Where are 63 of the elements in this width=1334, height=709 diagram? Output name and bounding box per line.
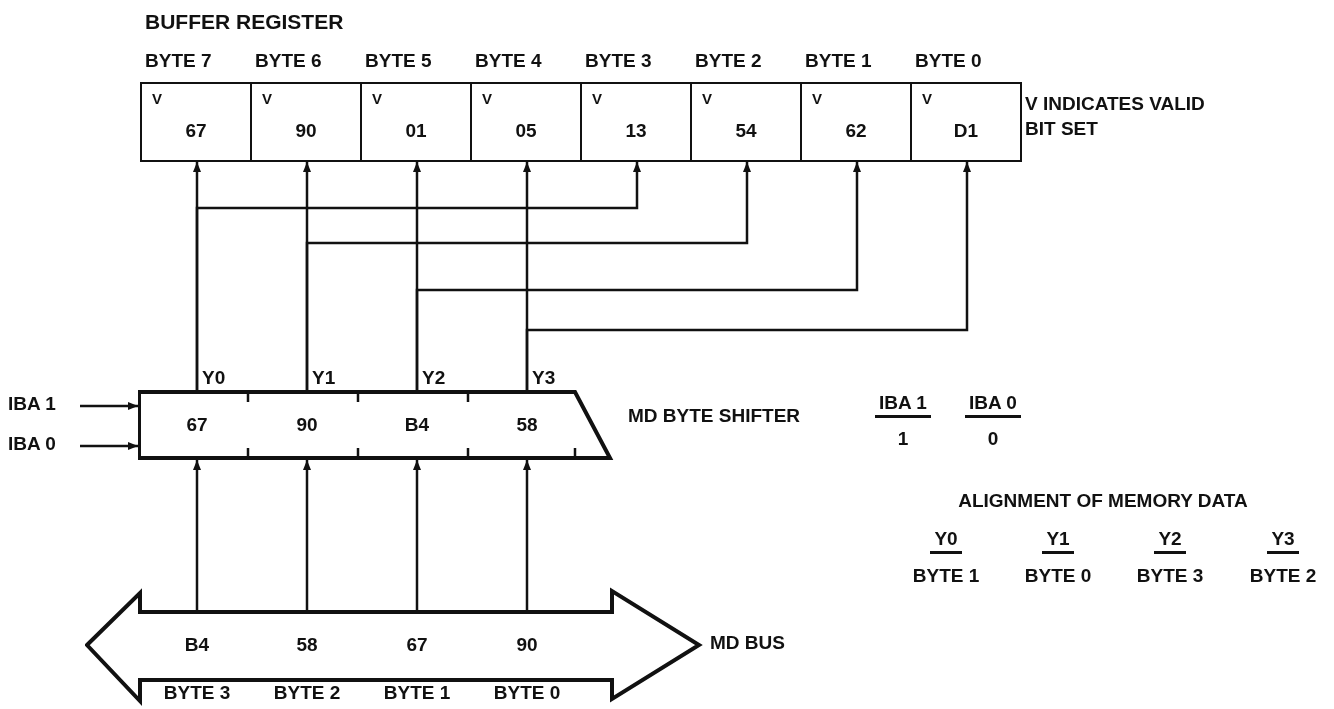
byte-value: 58: [295, 634, 319, 656]
valid-bit-mark: V: [482, 90, 492, 107]
valid-bit-mark: V: [262, 90, 272, 107]
byte-label: BYTE 1: [382, 682, 452, 704]
signal-label: IBA 0: [8, 433, 56, 455]
arrow: [80, 402, 138, 410]
table-value: BYTE 3: [1135, 565, 1205, 587]
byte-value: 54: [734, 120, 758, 142]
byte-value: 62: [844, 120, 868, 142]
byte-label: BYTE 1: [805, 50, 872, 72]
valid-bit-mark: V: [922, 90, 932, 107]
arrow: [80, 442, 138, 450]
table-title: ALIGNMENT OF MEMORY DATA: [957, 490, 1249, 512]
byte-value: 67: [185, 414, 209, 436]
valid-bit-mark: V: [592, 90, 602, 107]
output-label: Y3: [532, 367, 556, 389]
byte-label: BYTE 0: [492, 682, 562, 704]
byte-label: BYTE 2: [272, 682, 342, 704]
table-value: 1: [896, 428, 910, 450]
byte-label: BYTE 5: [365, 50, 432, 72]
byte-value: 90: [295, 414, 319, 436]
output-label: Y2: [422, 367, 446, 389]
valid-bit-mark: V: [812, 90, 822, 107]
arrow: [305, 162, 751, 392]
valid-bit-mark: V: [152, 90, 162, 107]
byte-label: BYTE 0: [915, 50, 982, 72]
bus-label: MD BUS: [710, 632, 785, 654]
arrow: [525, 162, 971, 392]
output-label: Y1: [312, 367, 336, 389]
signal-label: IBA 1: [8, 393, 56, 415]
byte-value: 13: [624, 120, 648, 142]
table-value: BYTE 2: [1248, 565, 1318, 587]
byte-label: BYTE 6: [255, 50, 322, 72]
register-title: BUFFER REGISTER: [145, 10, 344, 34]
valid-bit-mark: V: [372, 90, 382, 107]
byte-value: B4: [403, 414, 431, 436]
byte-label: BYTE 4: [475, 50, 542, 72]
byte-label: BYTE 7: [145, 50, 212, 72]
output-label: Y0: [202, 367, 226, 389]
table-value: BYTE 0: [1023, 565, 1093, 587]
arrow: [413, 460, 421, 610]
byte-value: 90: [294, 120, 318, 142]
byte-label: BYTE 3: [162, 682, 232, 704]
byte-label: BYTE 2: [695, 50, 762, 72]
table-value: 0: [986, 428, 1000, 450]
byte-value: 90: [515, 634, 539, 656]
byte-value: 67: [184, 120, 208, 142]
arrow: [415, 162, 861, 392]
arrow: [195, 162, 641, 392]
arrow: [303, 460, 311, 610]
arrow: [193, 460, 201, 610]
byte-value: B4: [183, 634, 211, 656]
byte-value: 67: [405, 634, 429, 656]
arrow: [523, 460, 531, 610]
byte-value: D1: [952, 120, 980, 142]
table-value: BYTE 1: [911, 565, 981, 587]
byte-value: 05: [514, 120, 538, 142]
shifter-label: MD BYTE SHIFTER: [628, 405, 801, 427]
valid-bit-mark: V: [702, 90, 712, 107]
byte-value: 58: [515, 414, 539, 436]
register-note: V INDICATES VALID BIT SET: [1025, 92, 1206, 141]
byte-label: BYTE 3: [585, 50, 652, 72]
byte-value: 01: [404, 120, 428, 142]
